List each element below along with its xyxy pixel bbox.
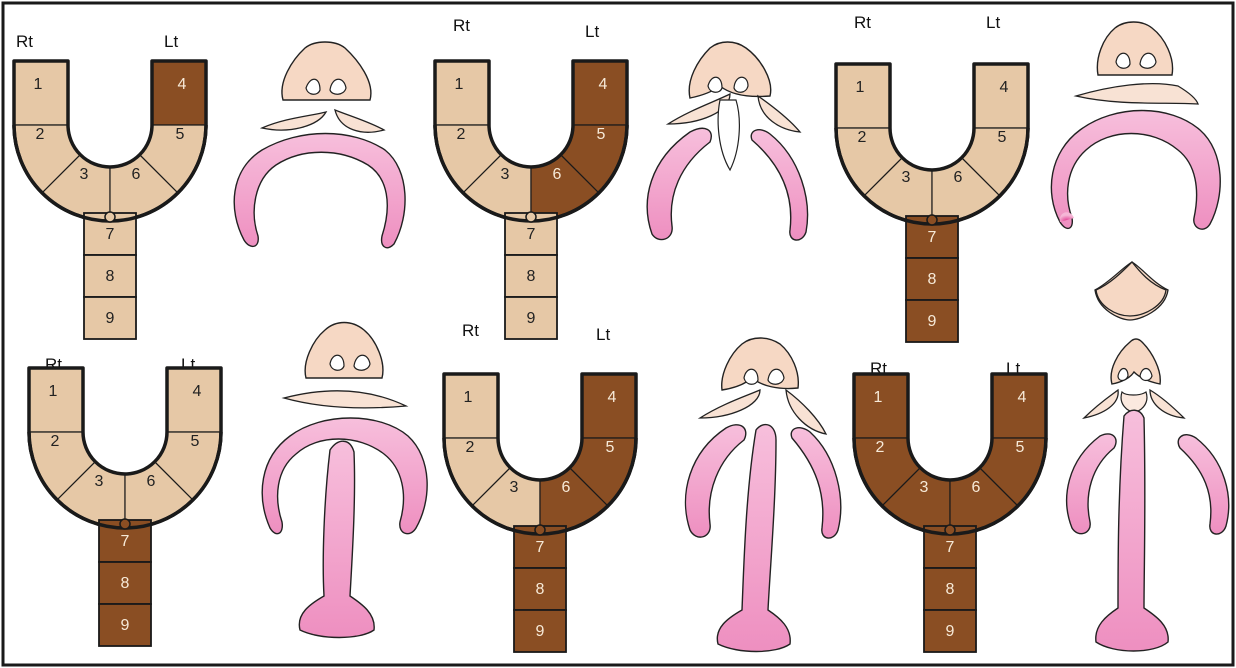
- segment-number-1: 1: [34, 76, 43, 93]
- label-right: Rt: [453, 16, 470, 35]
- segment-number-7: 7: [106, 226, 115, 243]
- segment-number-9: 9: [536, 623, 545, 640]
- segment-4: [573, 61, 627, 125]
- segment-4: [974, 64, 1028, 128]
- label-left: Lt: [986, 13, 1000, 32]
- label-left: Lt: [596, 325, 610, 344]
- segment-number-6: 6: [132, 166, 141, 183]
- segment-number-9: 9: [121, 617, 130, 634]
- incisive-foramen: [927, 215, 937, 225]
- segment-number-3: 3: [902, 169, 911, 186]
- segment-number-8: 8: [928, 271, 937, 288]
- segment-number-1: 1: [49, 383, 58, 400]
- segment-number-8: 8: [527, 268, 536, 285]
- segment-number-5: 5: [176, 126, 185, 143]
- segment-4: [992, 374, 1046, 438]
- label-left: Lt: [585, 22, 599, 41]
- segment-1: [444, 374, 498, 438]
- segment-1: [854, 374, 908, 438]
- segment-number-2: 2: [466, 439, 475, 456]
- segment-number-7: 7: [946, 539, 955, 556]
- segment-number-4: 4: [178, 76, 187, 93]
- segment-number-9: 9: [946, 623, 955, 640]
- segment-number-3: 3: [501, 166, 510, 183]
- segment-number-8: 8: [106, 268, 115, 285]
- incisive-foramen: [120, 519, 130, 529]
- segment-number-7: 7: [121, 533, 130, 550]
- segment-number-1: 1: [464, 389, 473, 406]
- segment-number-2: 2: [876, 439, 885, 456]
- segment-4: [582, 374, 636, 438]
- segment-number-2: 2: [51, 433, 60, 450]
- label-left: Lt: [164, 32, 178, 51]
- label-right: Rt: [462, 321, 479, 340]
- segment-number-9: 9: [106, 310, 115, 327]
- segment-number-7: 7: [536, 539, 545, 556]
- label-right: Rt: [16, 32, 33, 51]
- segment-number-4: 4: [193, 383, 202, 400]
- segment-number-8: 8: [946, 581, 955, 598]
- segment-number-2: 2: [36, 126, 45, 143]
- segment-number-6: 6: [147, 473, 156, 490]
- incisive-foramen: [105, 212, 115, 222]
- segment-1: [14, 61, 68, 125]
- segment-number-8: 8: [121, 575, 130, 592]
- segment-1: [29, 368, 83, 432]
- segment-number-7: 7: [527, 226, 536, 243]
- segment-number-5: 5: [191, 433, 200, 450]
- segment-number-3: 3: [920, 479, 929, 496]
- incisive-foramen: [526, 212, 536, 222]
- segment-number-1: 1: [856, 79, 865, 96]
- segment-1: [836, 64, 890, 128]
- segment-4: [167, 368, 221, 432]
- segment-number-3: 3: [510, 479, 519, 496]
- segment-number-5: 5: [998, 129, 1007, 146]
- segment-number-5: 5: [606, 439, 615, 456]
- segment-number-1: 1: [455, 76, 464, 93]
- segment-number-2: 2: [858, 129, 867, 146]
- segment-number-8: 8: [536, 581, 545, 598]
- segment-number-6: 6: [972, 479, 981, 496]
- segment-number-9: 9: [527, 310, 536, 327]
- segment-number-3: 3: [95, 473, 104, 490]
- label-right: Rt: [854, 13, 871, 32]
- segment-number-6: 6: [954, 169, 963, 186]
- segment-4: [152, 61, 206, 125]
- segment-number-4: 4: [1000, 79, 1009, 96]
- segment-number-5: 5: [1016, 439, 1025, 456]
- segment-number-4: 4: [608, 389, 617, 406]
- segment-number-5: 5: [597, 126, 606, 143]
- segment-number-4: 4: [599, 76, 608, 93]
- segment-number-4: 4: [1018, 389, 1027, 406]
- segment-number-1: 1: [874, 389, 883, 406]
- incisive-foramen: [535, 525, 545, 535]
- segment-number-6: 6: [562, 479, 571, 496]
- segment-number-9: 9: [928, 313, 937, 330]
- segment-number-3: 3: [80, 166, 89, 183]
- segment-number-6: 6: [553, 166, 562, 183]
- incisive-foramen: [945, 525, 955, 535]
- segment-number-7: 7: [928, 229, 937, 246]
- segment-1: [435, 61, 489, 125]
- segment-number-2: 2: [457, 126, 466, 143]
